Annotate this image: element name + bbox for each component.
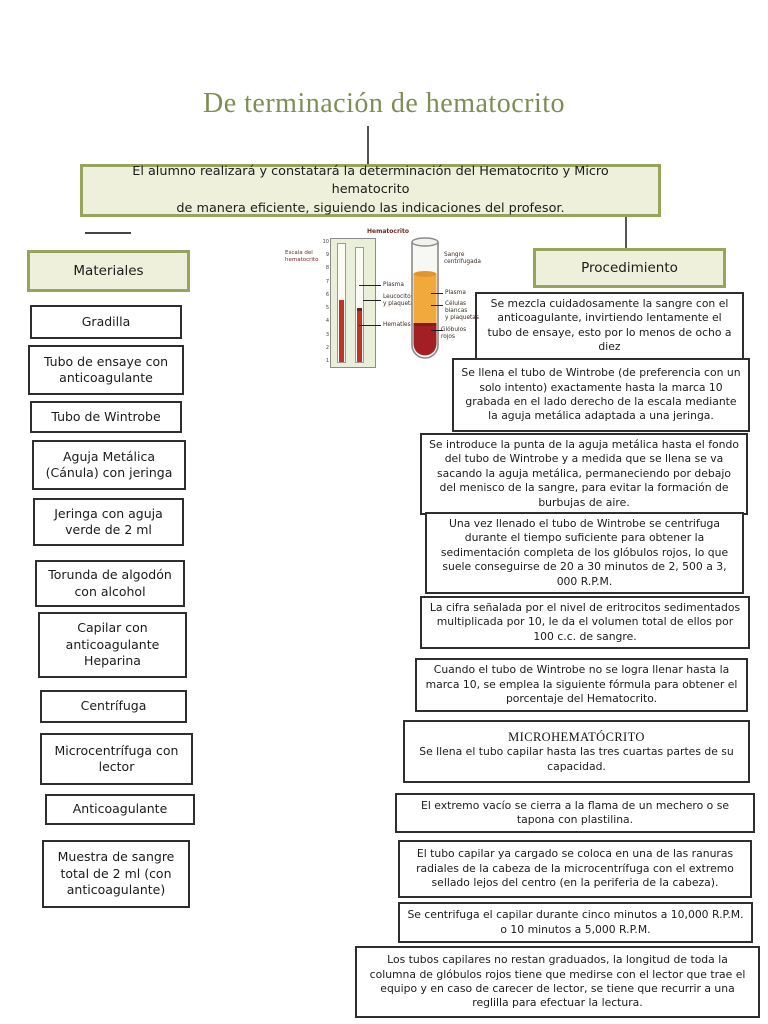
material-item: Centrífuga [40,690,187,723]
materials-header: Materiales [27,250,190,292]
procedure-step: Se introduce la punta de la aguja metáli… [420,433,748,516]
procedure-step: Se mezcla cuidadosamente la sangre con e… [475,292,744,360]
material-label: Tubo de Wintrobe [51,408,161,424]
pointer-tube-buffy [431,305,443,306]
material-item: Tubo de Wintrobe [30,401,182,433]
material-label: Anticoagulante [72,801,168,817]
connector-objective-procedure [625,216,627,249]
label-tube-buffy: Células blancas y plaquetas [445,301,479,321]
step-text: Se llena el tubo de Wintrobe (de prefere… [461,366,741,423]
material-item: Tubo de ensaye con anticoagulante [28,345,184,395]
step-text: Se llena el tubo capilar hasta las tres … [419,745,734,773]
wintrobe-tube-sample [355,247,364,363]
pointer-tube-plasma [431,293,443,294]
material-item: Aguja Metálica (Cánula) con jeringa [32,440,186,490]
page-title: De terminación de hematocrito [202,88,566,119]
step-text: Se centrifuga el capilar durante cinco m… [407,908,744,936]
label-tube-plasma: Plasma [445,290,466,296]
step-text: El tubo capilar ya cargado se coloca en … [416,847,734,890]
procedure-step: Una vez llenado el tubo de Wintrobe se c… [425,512,744,595]
blood-tube-illustration [411,237,439,359]
pointer-leucocitos [363,300,381,301]
procedure-step: Se llena el tubo de Wintrobe (de prefere… [452,358,750,432]
objective-text: El alumno realizará y constatará la dete… [132,163,609,216]
label-hematies: Hematíes [383,322,411,328]
objective-box: El alumno realizará y constatará la dete… [80,164,661,217]
material-item: Jeringa con aguja verde de 2 ml [33,498,184,546]
step-text: Se introduce la punta de la aguja metáli… [429,438,739,509]
material-item: Anticoagulante [45,794,195,825]
step-text: El extremo vacío se cierra a la flama de… [421,798,729,826]
procedure-step: El extremo vacío se cierra a la flama de… [395,793,755,833]
procedure-step: La cifra señalada por el nivel de eritro… [420,596,750,650]
micro-heading: MICROHEMATÓCRITO [508,729,645,744]
material-item: Muestra de sangre total de 2 ml (con ant… [42,840,190,908]
label-tube-red: Glóbulos rojos [441,327,467,340]
material-label: Aguja Metálica (Cánula) con jeringa [45,448,173,481]
diagram-title: Hematocrito [367,228,409,235]
procedure-header: Procedimiento [533,248,726,288]
step-text: Una vez llenado el tubo de Wintrobe se c… [440,517,729,588]
procedure-header-label: Procedimiento [581,260,678,276]
material-item: Torunda de algodón con alcohol [35,560,185,607]
procedure-step: Se centrifuga el capilar durante cinco m… [398,902,753,943]
material-label: Centrífuga [80,698,147,714]
wintrobe-scale-panel [330,238,376,368]
step-text: Se mezcla cuidadosamente la sangre con e… [487,297,732,354]
procedure-step: Cuando el tubo de Wintrobe no se logra l… [415,658,748,712]
material-label: Gradilla [81,313,131,329]
material-item: Gradilla [30,305,182,339]
procedure-step: Los tubos capilares no restan graduados,… [355,946,760,1018]
step-text: Los tubos capilares no restan graduados,… [369,953,746,1010]
procedure-step: El tubo capilar ya cargado se coloca en … [398,840,752,898]
wintrobe-tube-full [337,243,346,363]
material-item: Capilar con anticoagulante Heparina [38,612,187,678]
materials-header-label: Materiales [73,263,144,279]
step-text: La cifra señalada por el nivel de eritro… [429,601,741,643]
pointer-plasma [359,285,381,286]
procedure-step-microhematocrito: MICROHEMATÓCRITO Se llena el tubo capila… [403,720,750,783]
material-label: Torunda de algodón con alcohol [48,567,172,599]
material-label: Jeringa con aguja verde de 2 ml [54,505,163,538]
connector-title-objective [367,126,369,165]
label-plasma: Plasma [383,282,404,288]
material-item: Microcentrífuga con lector [40,733,193,785]
material-label: Tubo de ensaye con anticoagulante [43,353,169,386]
connector-objective-materials [85,232,131,234]
pointer-tube-red [431,330,443,331]
scale-label: Escala del hematocrito [285,250,319,263]
material-label: Microcentrífuga con lector [54,742,179,775]
label-sangre-centrifugada: Sangre centrifugada [444,252,481,265]
material-label: Capilar con anticoagulante Heparina [65,620,160,669]
material-label: Muestra de sangre total de 2 ml (con ant… [57,849,175,898]
pointer-hematies [359,325,381,326]
step-text: Cuando el tubo de Wintrobe no se logra l… [425,663,738,706]
label-leucocitos: Leucocitos y plaquetas [383,294,417,307]
